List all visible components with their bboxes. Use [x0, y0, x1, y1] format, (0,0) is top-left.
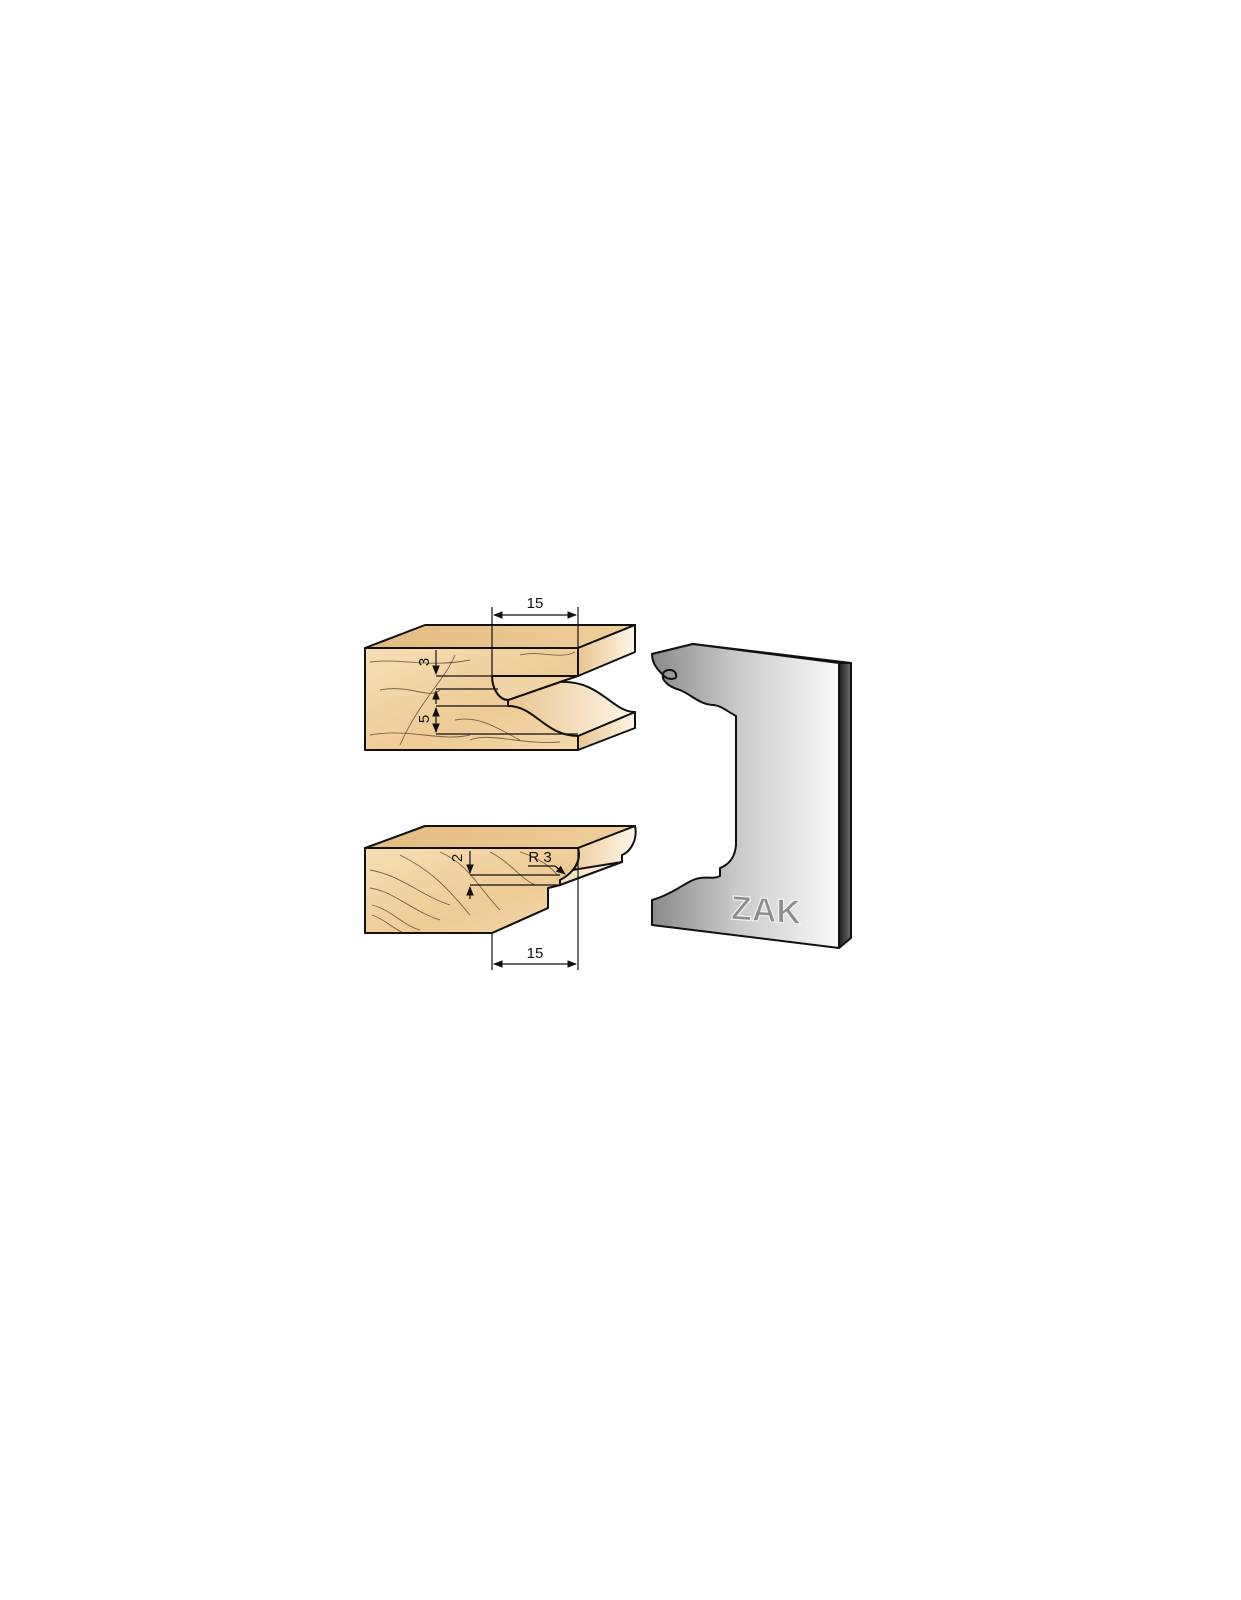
- grain-line: [489, 851, 536, 886]
- bottom-radius-label: R 3: [528, 849, 551, 866]
- bottom-wood-piece: [364, 825, 637, 934]
- grain-line: [399, 854, 471, 916]
- top-upper-depth-label: 3: [416, 658, 433, 666]
- grain-line: [369, 869, 451, 906]
- knife-brand-logo: ZAK: [731, 889, 801, 932]
- grain-line: [369, 887, 441, 921]
- top-piece-front-face: [364, 647, 579, 751]
- knife-side: [838, 662, 852, 949]
- grain-line: [371, 904, 421, 931]
- top-width-label: 15: [527, 595, 544, 612]
- top-lower-depth-label: 5: [416, 715, 433, 723]
- top-dimensions: 15 3 5: [416, 595, 579, 735]
- bottom-depth-label: 2: [449, 854, 466, 862]
- cutter-knife: ZAK: [651, 643, 852, 949]
- grain-line: [439, 851, 501, 911]
- grain-line: [454, 718, 521, 741]
- grain-line: [371, 914, 403, 933]
- knife-front-face: [651, 643, 840, 949]
- bottom-dimensions: 2 R 3 15: [449, 848, 579, 970]
- grain-line: [369, 732, 471, 738]
- top-wood-piece: [364, 624, 636, 751]
- grain-line: [469, 736, 561, 743]
- grain-line: [519, 651, 576, 656]
- bottom-width-label: 15: [527, 945, 544, 962]
- grain-line: [399, 654, 456, 746]
- grain-line: [369, 659, 471, 664]
